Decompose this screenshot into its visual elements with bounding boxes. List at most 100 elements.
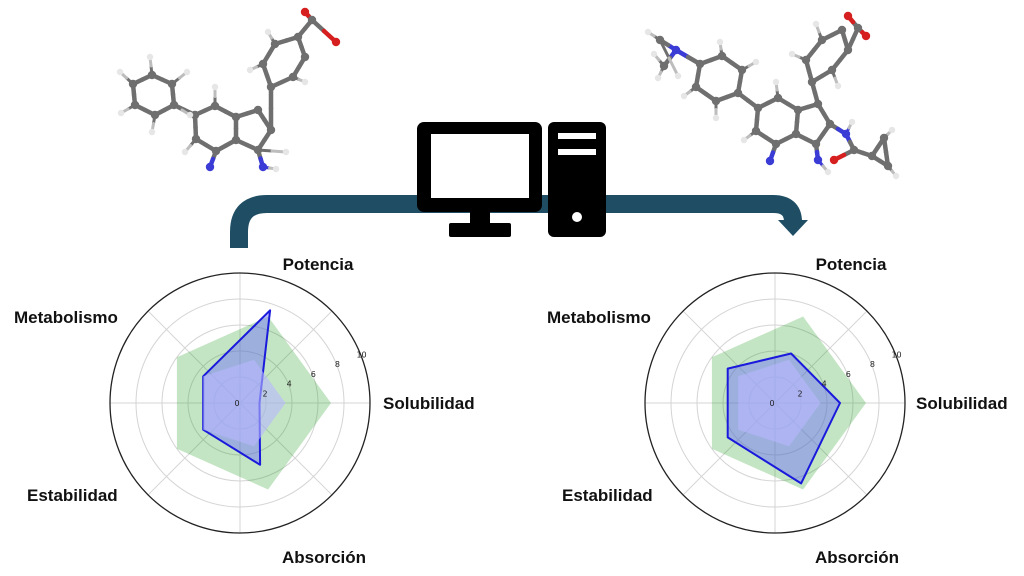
atom [644,28,652,36]
atom [169,100,179,110]
radar-chart-right: 0246810PotenciaSolubilidadAbsorciónEstab… [547,255,1008,567]
radial-tick-label: 2 [798,389,803,398]
atom [807,77,817,87]
atom [116,68,124,76]
radial-tick-label: 8 [870,360,875,369]
radial-tick-label: 6 [846,370,851,379]
atom [300,52,310,62]
axis-label-solubilidad: Solubilidad [383,394,475,413]
atom [812,20,820,28]
atom [307,15,317,25]
atom [331,37,341,47]
atom [253,145,263,155]
atom [270,39,280,49]
atom [843,45,853,55]
atom [791,129,801,139]
atom [282,148,290,156]
atom [272,165,280,173]
atom [148,128,156,136]
atom [861,31,871,41]
radar-chart-left: 0246810PotenciaSolubilidadAbsorciónEstab… [14,255,475,567]
atom [813,155,823,165]
atom [671,45,681,55]
atom [834,82,842,90]
axis-label-potencia: Potencia [816,255,887,274]
atom [186,111,194,119]
atom [888,126,896,134]
atom [752,58,760,66]
atom [191,134,201,144]
atom [680,92,688,100]
atom [837,25,847,35]
atom [130,100,140,110]
atom [712,114,720,122]
atom [773,93,783,103]
atom [253,105,263,115]
atom [147,70,157,80]
atom [737,65,747,75]
atom [740,136,748,144]
radial-tick-label: 4 [287,380,292,389]
atom [771,139,781,149]
radial-tick-label: 2 [263,389,268,398]
radial-tick-label: 6 [311,370,316,379]
atom [266,82,276,92]
atom [211,83,219,91]
atom [181,148,189,156]
atom [659,61,669,71]
atom [231,112,241,122]
atom [211,146,221,156]
atom [655,35,665,45]
atom [695,59,705,69]
atom [717,51,727,61]
atom [205,162,215,172]
inner-area [738,359,821,447]
atom [827,65,837,75]
atom [264,28,272,36]
atom [825,119,835,129]
atom [853,23,863,33]
inner-area [203,359,286,447]
atom [711,96,721,106]
atom [753,103,763,113]
molecule-structure-left [116,7,341,173]
bond [667,56,680,78]
atom [293,32,303,42]
axis-label-metabolismo: Metabolismo [547,308,651,327]
atom [146,53,154,61]
axis-label-estabilidad: Estabilidad [27,486,118,505]
atom [751,126,761,136]
atom [813,99,823,109]
atom [674,72,682,80]
atom [190,110,200,120]
atom [788,50,796,58]
atom [128,79,138,89]
atom [811,139,821,149]
atom [848,118,856,126]
atom [879,133,889,143]
atom [772,78,780,86]
atom [843,11,853,21]
outer-ring [109,272,371,534]
atom [829,155,839,165]
atom [266,125,276,135]
atom [824,168,832,176]
radial-tick-label: 4 [822,380,827,389]
atom [231,135,241,145]
atom [258,59,268,69]
radial-tick-label: 10 [356,350,366,359]
atom [167,79,177,89]
radial-tick-label: 8 [335,360,340,369]
atom [716,38,724,46]
curved-arrow-icon [230,195,808,248]
axis-label-absorción: Absorción [282,548,366,567]
atom [650,50,658,58]
radial-tick-label: 0 [769,399,774,408]
axis-label-absorción: Absorción [815,548,899,567]
atom [183,68,191,76]
outer-ring [644,272,906,534]
atom [288,72,298,82]
atom [765,156,775,166]
radial-tick-label: 0 [234,399,239,408]
